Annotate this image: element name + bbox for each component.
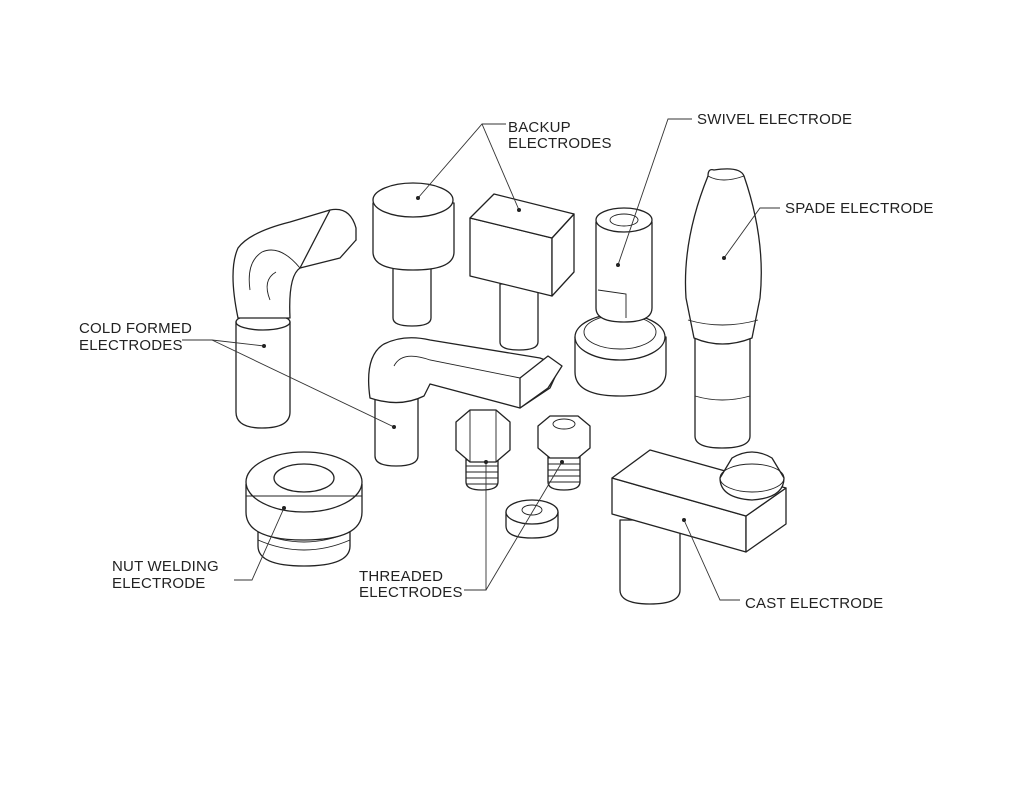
- label-spade: SPADE ELECTRODE: [785, 200, 934, 217]
- label-swivel: SWIVEL ELECTRODE: [697, 111, 852, 128]
- leader-lines: [182, 118, 780, 601]
- threaded-electrode-1: [455, 409, 511, 491]
- label-threaded-line2: ELECTRODES: [359, 584, 463, 601]
- spade-electrode: [684, 168, 762, 449]
- cold-formed-electrode-bent-left: [232, 208, 357, 429]
- label-backup-line1: BACKUP: [508, 119, 571, 136]
- threaded-electrode-button: [505, 499, 559, 539]
- cast-electrode: [611, 449, 787, 605]
- nut-welding-electrode: [245, 451, 363, 567]
- label-backup-line2: ELECTRODES: [508, 135, 612, 152]
- backup-electrode-round: [372, 182, 455, 327]
- label-cast: CAST ELECTRODE: [745, 595, 883, 612]
- backup-electrode-block: [469, 193, 575, 351]
- label-nut-welding-line2: ELECTRODE: [112, 575, 206, 592]
- label-cold-formed-line1: COLD FORMED: [79, 320, 192, 337]
- label-cold-formed-line2: ELECTRODES: [79, 337, 183, 354]
- cold-formed-electrode-middle: [367, 337, 563, 467]
- label-threaded-line1: THREADED: [359, 568, 443, 585]
- label-nut-welding-line1: NUT WELDING: [112, 558, 219, 575]
- swivel-electrode: [574, 207, 667, 397]
- threaded-electrode-2: [537, 415, 591, 491]
